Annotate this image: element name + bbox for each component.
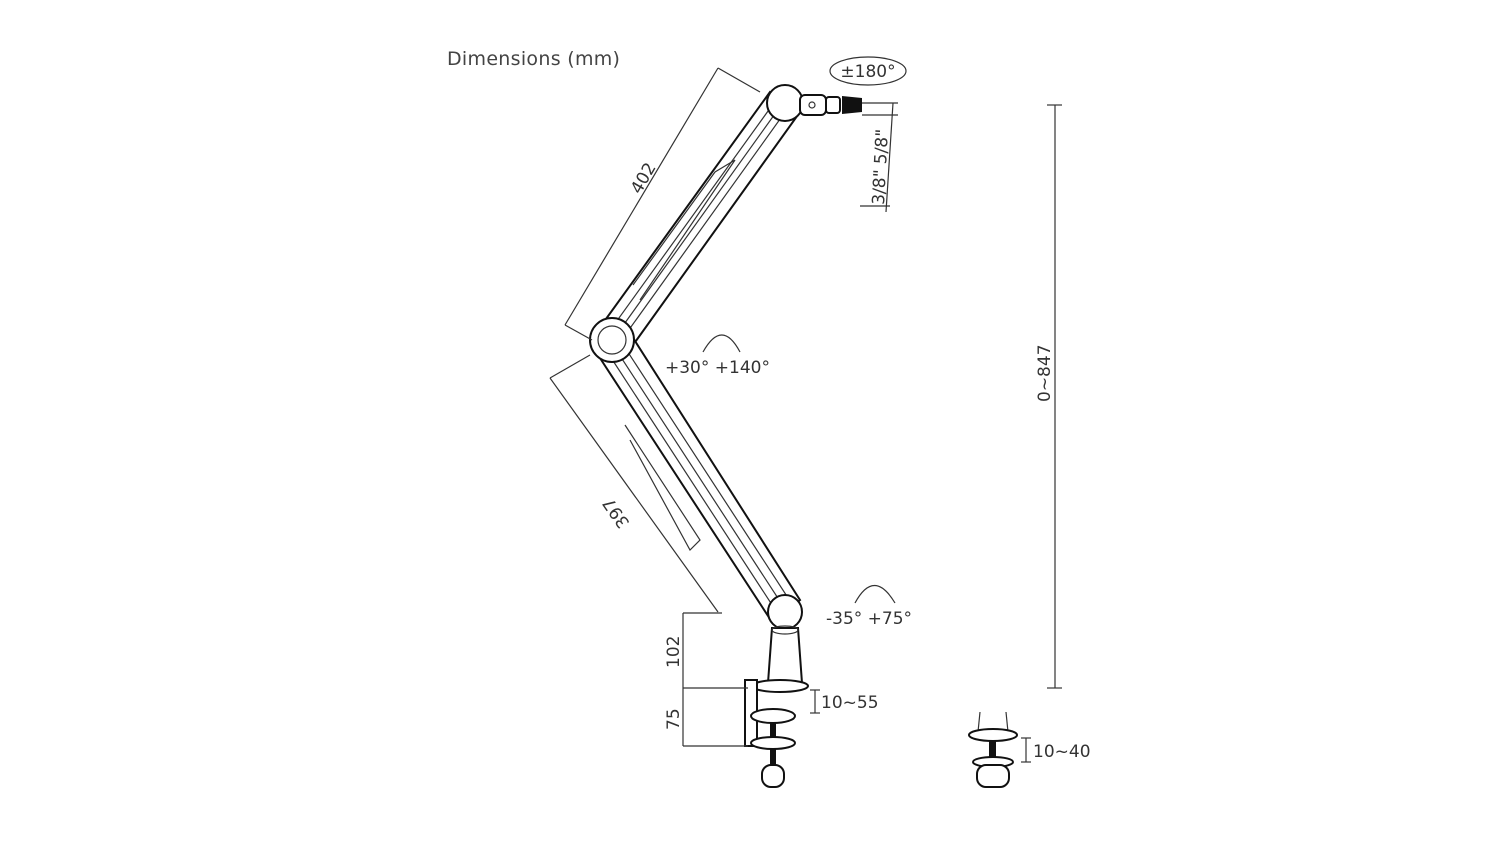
upper-arm bbox=[596, 90, 802, 354]
middle-joint-angle-label: +30° +140° bbox=[665, 358, 770, 378]
mic-adapter bbox=[799, 94, 898, 213]
lower-arm-dimension-line bbox=[549, 354, 719, 613]
pole-clamp-dimension-lines bbox=[682, 612, 748, 747]
base-joint-angle-label: -35° +75° bbox=[826, 609, 912, 629]
rotation-head-label: ±180° bbox=[840, 62, 895, 82]
grommet-range-label: 10~40 bbox=[1033, 742, 1091, 762]
thread-label: 3/8" 5/8" bbox=[869, 129, 893, 206]
upper-arm-dimension-line bbox=[564, 67, 761, 341]
rotation-arrow-icon bbox=[829, 56, 907, 86]
top-joint bbox=[766, 84, 804, 122]
diagram-title: Dimensions (mm) bbox=[447, 48, 621, 70]
middle-rotation-arrow-icon bbox=[702, 334, 741, 353]
upper-arm-length-label: 402 bbox=[627, 159, 661, 197]
grommet-range-dimension-line bbox=[1021, 737, 1031, 763]
base-joint bbox=[767, 594, 803, 630]
middle-joint bbox=[589, 317, 635, 363]
pole-height-label: 102 bbox=[664, 636, 684, 668]
grommet-mount bbox=[968, 711, 1018, 788]
middle-joint-inner-ring bbox=[597, 325, 627, 355]
lower-arm-length-label: 397 bbox=[599, 494, 634, 532]
lower-arm bbox=[596, 328, 802, 624]
height-range-label: 0~847 bbox=[1035, 344, 1055, 402]
clamp bbox=[744, 625, 809, 788]
base-rotation-arrow-icon bbox=[854, 585, 896, 604]
clamp-range-label: 10~55 bbox=[821, 693, 879, 713]
clamp-range-dimension-line bbox=[810, 689, 820, 714]
height-dimension-line bbox=[1047, 104, 1062, 689]
clamp-height-label: 75 bbox=[664, 708, 684, 730]
